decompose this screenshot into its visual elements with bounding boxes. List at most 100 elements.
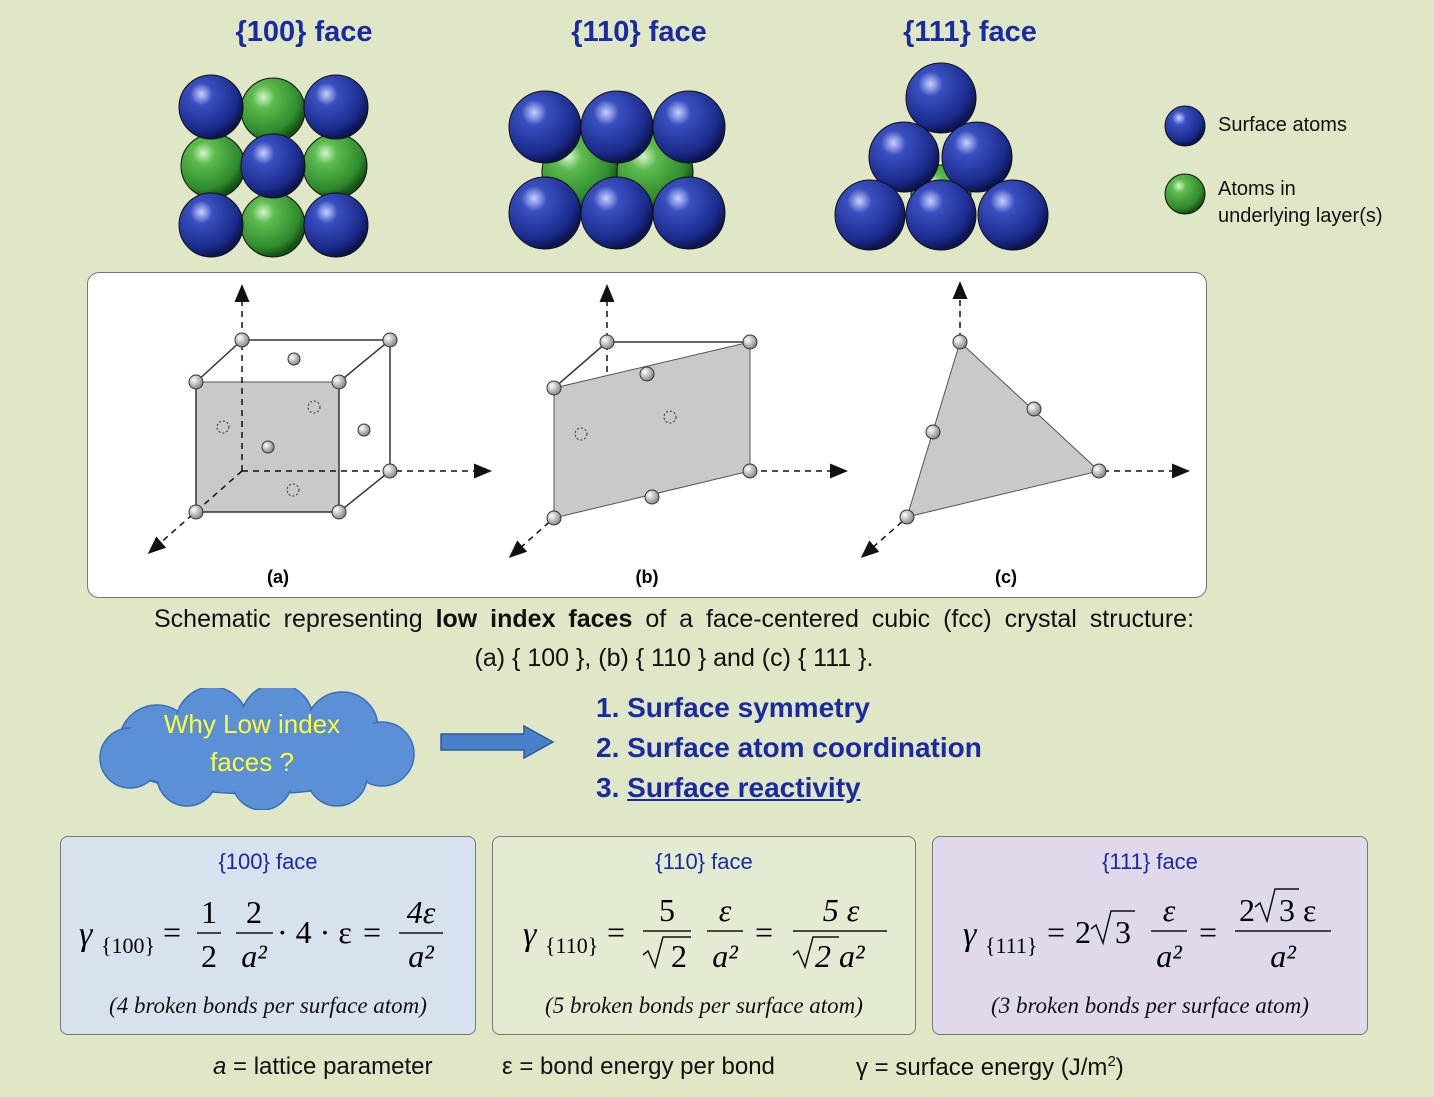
equals: = <box>755 914 773 950</box>
denominator: a² <box>408 938 435 974</box>
legend-a-def: = lattice parameter <box>226 1053 433 1080</box>
gamma-subscript: {100} <box>101 933 155 958</box>
numerator: ε <box>1163 892 1176 928</box>
label-c: (c) <box>995 567 1017 587</box>
caption-line1: Schematic representing low index faces o… <box>40 605 1308 634</box>
why-cloud <box>99 688 415 810</box>
denominator: 2 <box>671 938 687 974</box>
gamma-subscript: {111} <box>985 933 1038 958</box>
label-b: (b) <box>636 567 659 587</box>
underlying-atom <box>180 133 246 199</box>
coefficient: 2 <box>1075 914 1091 950</box>
surface-atom <box>834 179 906 251</box>
cloud-line1: Why Low index <box>163 709 341 739</box>
legend-gamma-end: ) <box>1115 1054 1124 1081</box>
box-111-title: {111} face <box>1102 849 1198 874</box>
gamma-symbol: γ <box>963 916 978 953</box>
equals: = <box>363 914 381 950</box>
schematic-diagram: (a) (b) (c) <box>147 281 1190 587</box>
underlying-atom <box>240 77 306 143</box>
face-title-100: {100} face <box>235 16 373 48</box>
label-a: (a) <box>267 567 289 587</box>
denominator: a² <box>712 938 739 974</box>
surface-atom <box>905 62 977 134</box>
equals: = <box>163 914 181 950</box>
legend-underlying-swatch <box>1164 173 1206 215</box>
numerator: 3 ε <box>1279 892 1316 928</box>
numerator: ε <box>719 892 732 928</box>
equals: = <box>1047 914 1065 950</box>
legend-underlying-line2: underlying layer(s) <box>1218 205 1383 227</box>
box-110-title: {110} face <box>655 849 753 874</box>
coefficient: 2 <box>1239 892 1255 928</box>
formula-111: γ {111} = 2 3 ε a² = 2 3 ε a² <box>963 888 1331 974</box>
numerator: 5 <box>659 892 675 928</box>
face-title-110: {110} face <box>571 16 707 48</box>
caption-line2: (a) { 100 }, (b) { 110 } and (c) { 111 }… <box>474 644 874 672</box>
surface-atom <box>580 90 654 164</box>
underlying-atom <box>302 133 368 199</box>
numerator: 4ε <box>407 894 436 930</box>
formula-box-111: {111} face γ {111} = 2 3 ε a² = 2 3 ε a²… <box>932 836 1368 1035</box>
numerator: 2 <box>246 894 262 930</box>
surface-atom <box>303 74 369 140</box>
reason-2: 2. Surface atom coordination <box>596 732 982 763</box>
gamma-symbol: γ <box>79 916 94 953</box>
equals: = <box>1199 914 1217 950</box>
box-100-note: (4 broken bonds per surface atom) <box>109 993 427 1018</box>
legend-surface-label: Surface atoms <box>1218 114 1347 136</box>
legend-surface-swatch <box>1164 105 1206 147</box>
schematic-b <box>508 284 848 558</box>
multiplier: · 4 · ε <box>277 914 352 950</box>
cloud-text: Why Low index faces ? <box>122 705 382 781</box>
right-arrow-icon <box>440 724 555 760</box>
surface-atom <box>977 179 1049 251</box>
reason-3: 3. Surface reactivity <box>596 772 861 804</box>
surface-atom <box>508 176 582 250</box>
caption-pre: Schematic representing <box>153 605 423 633</box>
denominator: 2 a² <box>815 938 866 974</box>
legend-surface-energy: γ = surface energy (J/m2) <box>856 1053 1124 1082</box>
legend-underlying-label: Atoms in underlying layer(s) <box>1218 176 1383 230</box>
surface-atom <box>240 133 306 199</box>
reason-1: 1. Surface symmetry <box>596 692 870 723</box>
gamma-symbol: γ <box>523 916 538 953</box>
cloud-line2: faces ? <box>210 747 294 777</box>
surface-atom <box>868 121 940 193</box>
numerator: 1 <box>201 894 217 930</box>
legend-gamma-sup: 2 <box>1107 1053 1116 1070</box>
caption-post: of a face-centered cubic (fcc) crystal s… <box>645 605 1195 633</box>
surface-atom <box>580 176 654 250</box>
legend-underlying-line1: Atoms in <box>1218 178 1296 200</box>
reason-3-text: Surface reactivity <box>627 772 861 803</box>
face-100-atoms <box>178 74 369 258</box>
legend-bond-energy: ε = bond energy per bond <box>502 1053 775 1080</box>
reason-3-number: 3. <box>596 772 620 803</box>
legend-gamma: γ = surface energy (J/m <box>856 1054 1108 1081</box>
schematic-c <box>860 281 1190 558</box>
legend-a-symbol: a <box>213 1053 227 1080</box>
box-110-note: (5 broken bonds per surface atom) <box>545 993 863 1018</box>
equals: = <box>607 914 625 950</box>
surface-atom <box>508 90 582 164</box>
formula-box-110: {110} face γ {110} = 5 2 ε a² = 5 ε 2 a²… <box>492 836 916 1035</box>
schematic-a <box>147 284 492 554</box>
formula-110: γ {110} = 5 2 ε a² = 5 ε 2 a² <box>523 892 887 974</box>
denominator: 2 <box>201 938 217 974</box>
surface-atom <box>941 121 1013 193</box>
surface-atom <box>303 192 369 258</box>
atom-arrangements <box>178 62 1206 258</box>
formula-100: γ {100} = 1 2 2 a² · 4 · ε = 4ε a² <box>79 894 443 974</box>
caption-bold: low index faces <box>435 605 633 633</box>
face-110-atoms <box>508 90 726 250</box>
legend-lattice: a = lattice parameter <box>213 1053 432 1081</box>
box-100-title: {100} face <box>218 849 318 874</box>
numerator: 5 ε <box>823 892 860 928</box>
surface-atom <box>905 179 977 251</box>
face-111-atoms <box>834 62 1049 251</box>
surface-atom <box>652 176 726 250</box>
gamma-subscript: {110} <box>545 933 598 958</box>
face-title-111: {111} face <box>903 16 1037 48</box>
denominator: a² <box>1270 938 1297 974</box>
box-111-note: (3 broken bonds per surface atom) <box>991 993 1309 1018</box>
